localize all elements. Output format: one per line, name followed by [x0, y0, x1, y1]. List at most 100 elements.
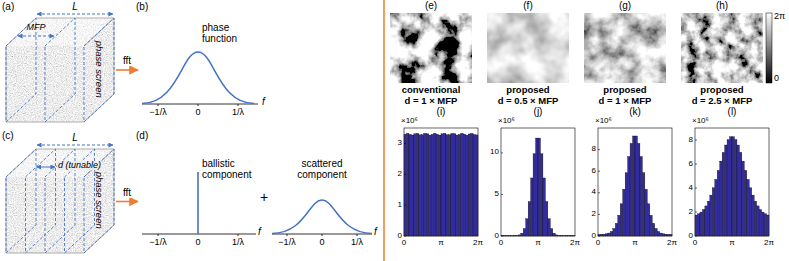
- dimension-label: d (tunable): [57, 161, 102, 170]
- histogram-bar: [555, 235, 557, 236]
- histogram-bar: [767, 215, 769, 236]
- histogram-bar: [603, 234, 605, 236]
- histogram-bar: [667, 234, 669, 236]
- fft-arrow: [116, 201, 138, 203]
- axis-tick-mark: [695, 140, 697, 141]
- axis-name: f: [258, 227, 261, 237]
- histogram-bar: [531, 178, 533, 236]
- histogram-bar: [737, 145, 739, 236]
- histogram-bar: [563, 235, 565, 236]
- histogram-bar: [608, 233, 610, 236]
- screen-plane: [26, 149, 56, 253]
- axis-tick-mark: [404, 205, 406, 206]
- histogram-bar: [518, 235, 520, 236]
- figure-caption: phase function: [202, 22, 254, 44]
- axis-tick: 2π: [764, 239, 774, 247]
- histogram-bar: [456, 135, 458, 236]
- histogram-bar: [652, 223, 654, 236]
- histogram-bar: [516, 235, 518, 237]
- axis-tick-mark: [695, 212, 697, 213]
- histogram-bar: [610, 231, 612, 236]
- histogram-bar: [655, 228, 657, 236]
- axis-tick: 2: [689, 208, 693, 216]
- panel-label: (i): [437, 107, 446, 117]
- histogram-bar: [615, 223, 617, 236]
- histogram-bar: [700, 212, 702, 236]
- map-caption: proposed: [506, 85, 549, 95]
- axis-tick-mark: [598, 214, 600, 215]
- axis-tick: 2: [592, 210, 596, 218]
- axis-tick: 3: [398, 139, 402, 147]
- axis-tick: 6: [592, 167, 596, 175]
- histogram-bar: [545, 202, 547, 236]
- histogram-bar: [705, 206, 707, 236]
- panel-label: (c): [2, 131, 14, 141]
- histogram-bar: [466, 135, 468, 236]
- axis-tick-mark: [287, 234, 288, 236]
- histogram-bar: [749, 188, 751, 236]
- axis-tick-mark: [695, 188, 697, 189]
- phase-function-plot: [142, 52, 258, 106]
- histogram-bar: [523, 229, 525, 236]
- cube-figure: phase screen: [6, 18, 114, 122]
- axis-tick-mark: [598, 149, 600, 150]
- panel-label: (a): [2, 2, 14, 12]
- figure-caption: phase screen: [94, 34, 104, 104]
- plot-figure: phase function: [140, 16, 275, 122]
- histogram-bar: [650, 215, 652, 236]
- axis-line: [142, 104, 258, 105]
- histogram-bar: [471, 133, 473, 236]
- axis-tick: 4: [592, 188, 596, 196]
- histogram-bar: [473, 135, 475, 236]
- axis-multiplier: ×10⁶: [401, 117, 418, 125]
- histogram-bar: [744, 170, 746, 236]
- histogram-bar: [759, 209, 761, 236]
- histogram-bar: [727, 140, 729, 236]
- dimension-label: L: [72, 2, 78, 12]
- axis-tick: 0: [398, 232, 402, 240]
- histogram-bar: [695, 215, 697, 236]
- histogram-frame: [695, 128, 769, 236]
- axis-tick-mark: [695, 236, 697, 237]
- axis-name: f: [262, 97, 265, 107]
- histogram-bar: [431, 134, 433, 236]
- delta-spike: [197, 172, 199, 234]
- histogram-bar: [720, 161, 722, 236]
- axis-tick: −1/λ: [149, 108, 166, 117]
- screen-plane: [45, 149, 75, 253]
- gaussian-curve: [142, 52, 254, 104]
- axis-tick: 10: [490, 148, 499, 156]
- histogram-bar: [439, 135, 441, 236]
- axis-tick-mark: [501, 194, 503, 195]
- cube-side-face: [84, 18, 114, 122]
- histogram-bar: [573, 235, 575, 236]
- histogram-bar: [647, 204, 649, 236]
- axis-tick: 0: [195, 108, 200, 117]
- edge-label: fft: [122, 188, 132, 198]
- histogram-bar: [665, 234, 667, 236]
- histogram-bar: [623, 189, 625, 236]
- screen-plane: [6, 149, 36, 253]
- histogram-bar: [734, 140, 736, 236]
- histogram-bar: [598, 234, 600, 236]
- histogram-bar: [712, 188, 714, 236]
- dimension-arrow: [37, 145, 113, 146]
- cube-outline: [6, 149, 114, 253]
- histogram-bar: [620, 204, 622, 236]
- axis-tick-mark: [238, 104, 239, 106]
- phase-map: [681, 13, 763, 83]
- map-caption: d = 0.5 × MFP: [498, 96, 559, 106]
- axis-tick-mark: [501, 152, 503, 153]
- map-caption: d = 1 × MFP: [405, 96, 458, 106]
- component-plots: [142, 172, 372, 236]
- histogram-frame: [598, 128, 672, 236]
- phase-map: [487, 13, 569, 83]
- axis-tick: 8: [592, 145, 596, 153]
- histogram-bar: [548, 219, 550, 236]
- panel-label: (g): [619, 1, 631, 11]
- histogram-bar: [640, 157, 642, 236]
- histogram-bar: [443, 133, 445, 236]
- phase-map: [390, 13, 472, 83]
